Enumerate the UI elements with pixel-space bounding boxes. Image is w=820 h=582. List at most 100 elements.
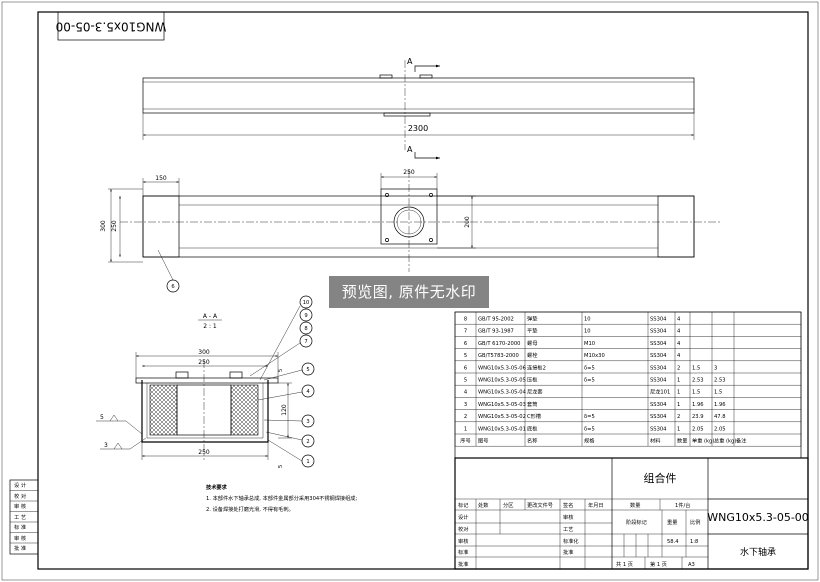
section-label-top: A — [407, 57, 413, 66]
dim-sec-inner: 250 — [198, 359, 210, 366]
tb-label-count: 处数 — [478, 501, 489, 509]
bom-cell: 1 — [677, 390, 680, 396]
bom-cell: δ=5 — [584, 426, 595, 432]
dim-total-length: 2300 — [408, 124, 428, 133]
tb-scale: 1:8 — [690, 539, 698, 545]
bom-cell: 2 — [677, 414, 680, 420]
balloon-8-text: 8 — [304, 326, 307, 332]
side-label-standard: 标 准 — [14, 523, 26, 531]
section-title: A - A — [203, 313, 218, 320]
bom-cell: 4 — [464, 390, 468, 396]
balloon-8 — [299, 321, 313, 335]
bom-cell: SS304 — [650, 329, 667, 335]
tech-notes-line2: 2. 设备焊接处打磨光滑, 不得有毛刺。 — [206, 505, 294, 513]
tb-label-mark: 标记 — [458, 501, 468, 509]
bom-cell: 1.5 — [692, 365, 700, 371]
bom-cell: 2 — [677, 365, 680, 371]
code-stamp: WNG10x5.3-05-00 — [56, 11, 167, 41]
bom-cell: 10 — [584, 317, 591, 323]
bom-cell: 3 — [464, 402, 467, 408]
bom-cell: δ=5 — [584, 378, 595, 384]
tb-mid-standard: 标准化 — [563, 537, 579, 545]
bom-cell: SS304 — [650, 426, 667, 432]
bom-cell: 1 — [464, 426, 467, 432]
bom-header-cell: 单重 (kg) — [692, 437, 714, 445]
tb-mid-review: 审核 — [563, 513, 573, 521]
bom-cell: 23.9 — [692, 414, 704, 420]
bom-cell: GB/T 6170-2000 — [478, 341, 520, 347]
tb-label-check: 校对 — [458, 525, 468, 533]
bom-cell: 3 — [714, 365, 717, 371]
bom-cell: 2 — [464, 414, 467, 420]
balloon-group: 10 9 8 7 5 4 3 2 1 — [249, 295, 315, 468]
bom-cell: δ=5 — [584, 365, 595, 371]
tb-part-name: 水下轴承 — [740, 546, 776, 558]
balloon-7-text: 7 — [304, 339, 307, 345]
tb-sheet-no: 第 1 页 — [650, 560, 667, 568]
bom-cell: WNG10x5.3-05-01 — [478, 426, 526, 432]
bom-cell: 螺母 — [527, 339, 537, 347]
bom-cell: 2.05 — [692, 426, 704, 432]
title-block: 标记 处数 分区 更改文件号 签名 年月日 设计 校对 审核 标准 批准 审核 … — [454, 457, 809, 570]
bom-cell: 2.53 — [692, 378, 704, 384]
section-label-bottom: A — [407, 145, 413, 154]
balloon-2 — [301, 434, 315, 448]
balloon-5-text: 5 — [306, 367, 309, 373]
tb-qty-value: 1件/台 — [675, 501, 690, 509]
balloon-5 — [301, 362, 315, 376]
bom-cell: 1.96 — [714, 402, 726, 408]
dim-sec-bottom: 250 — [198, 449, 210, 456]
tb-weight-label: 重量 — [667, 518, 677, 526]
section-scale: 2 : 1 — [203, 323, 217, 330]
bom-header-cell: 材料 — [650, 437, 660, 445]
dim-sec-height: 120 — [281, 404, 288, 416]
balloon-10-text: 10 — [303, 300, 310, 306]
bom-cell: 尼龙套 — [527, 388, 543, 396]
tb-size: A3 — [688, 562, 695, 568]
bom-header-cell: 备注 — [736, 437, 746, 445]
bom-cell: 5 — [464, 378, 467, 384]
bom-cell: 1.5 — [714, 390, 722, 396]
tb-assembly: 组合件 — [644, 471, 677, 485]
bom-cell: 4 — [677, 329, 681, 335]
bom-cell: SS304 — [650, 353, 667, 359]
weld-3: 3 — [104, 442, 108, 449]
bom-cell: 6 — [464, 365, 467, 371]
weld-5: 5 — [100, 414, 104, 421]
front-view: 150 250 300 250 200 6 — [100, 169, 720, 293]
balloon-1 — [301, 454, 315, 468]
bom-cell: 弹垫 — [527, 315, 538, 323]
balloon-1-text: 1 — [306, 459, 309, 465]
bom-cell: WNG10x5.3-05-06 — [478, 365, 526, 371]
tb-label-sign: 签名 — [563, 501, 573, 509]
bom-cell: WNG10x5.3-05-05 — [478, 378, 526, 384]
side-label-approve: 批 准 — [14, 544, 26, 552]
balloon-2-text: 2 — [306, 439, 309, 445]
tb-mid-process: 工艺 — [563, 526, 573, 533]
bom-cell: 6 — [464, 341, 467, 347]
bom-cell: 压板 — [527, 376, 538, 384]
balloon-10 — [299, 295, 313, 309]
balloon-3-text: 3 — [306, 419, 309, 425]
bom-cell: 10 — [584, 329, 591, 335]
bom-cell: 7 — [464, 329, 467, 335]
bom-cell: WNG10x5.3-05-04 — [478, 390, 527, 396]
bom-header-cell: 规格 — [584, 437, 595, 445]
tech-notes-title: 技术要求 — [206, 483, 228, 491]
bom-cell: M10x30 — [584, 353, 605, 359]
bom-header-cell: 名称 — [527, 437, 537, 445]
bom-header-cell: 总重 (kg) — [714, 437, 736, 445]
bom-cell: 1 — [677, 402, 680, 408]
balloon-9-text: 9 — [304, 313, 307, 319]
bom-cell: 底板 — [527, 424, 538, 432]
dim-sec-outer: 300 — [198, 349, 210, 356]
dim-sec-five-top: 5 — [278, 369, 284, 372]
bom-cell: 连接板2 — [527, 363, 546, 371]
tb-stage-label: 阶段标记 — [626, 518, 647, 526]
tb-label-approve: 批准 — [458, 560, 468, 568]
side-label-process: 工 艺 — [14, 514, 26, 521]
code-stamp-text: WNG10x5.3-05-00 — [56, 20, 167, 34]
drawing-frame — [37, 11, 809, 570]
tb-drawing-no: WNG10x5.3-05-00 — [707, 511, 809, 524]
